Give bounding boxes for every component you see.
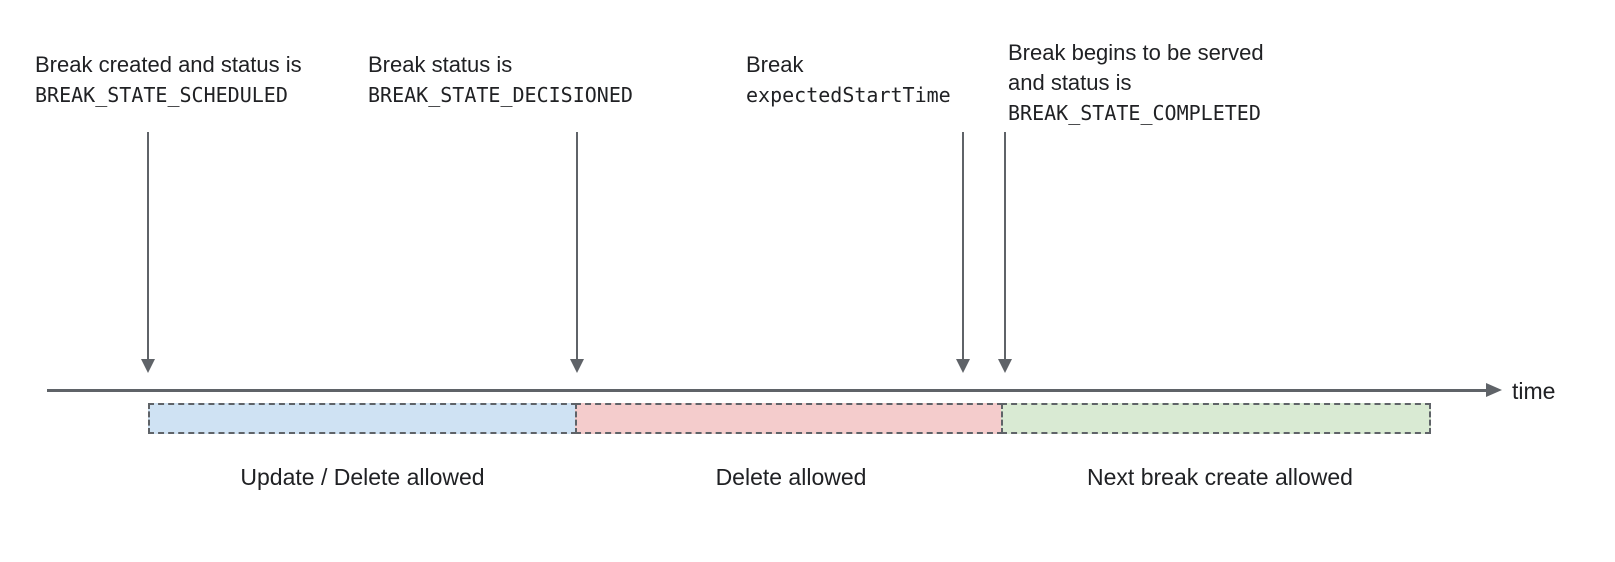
arrow-shaft	[962, 132, 964, 359]
annotation-text: Break	[746, 52, 804, 77]
annotation-break-scheduled: Break created and status is BREAK_STATE_…	[35, 50, 302, 110]
segment-band	[148, 403, 1431, 434]
annotation-code: BREAK_STATE_DECISIONED	[368, 83, 633, 107]
arrow-head-icon	[141, 359, 155, 373]
annotation-expected-start-time: Break expectedStartTime	[746, 50, 951, 110]
arrow-break-decisioned-icon	[570, 132, 584, 373]
arrow-head-icon	[956, 359, 970, 373]
arrow-head-icon	[998, 359, 1012, 373]
annotation-code: BREAK_STATE_COMPLETED	[1008, 101, 1261, 125]
segment-labels-row: Update / Delete allowed Delete allowed N…	[148, 463, 1435, 491]
arrow-shaft	[1004, 132, 1006, 359]
segment-update-delete-allowed	[148, 403, 577, 434]
arrow-break-completed-icon	[998, 132, 1012, 373]
annotation-text: Break created and status is	[35, 52, 302, 77]
arrow-head-icon	[570, 359, 584, 373]
annotation-text: Break begins to be served	[1008, 40, 1264, 65]
segment-label-update-delete: Update / Delete allowed	[240, 464, 485, 490]
arrow-break-scheduled-icon	[141, 132, 155, 373]
arrow-shaft	[576, 132, 578, 359]
timeline-label: time	[1512, 378, 1556, 404]
annotation-code: BREAK_STATE_SCHEDULED	[35, 83, 288, 107]
timeline-arrow-head-icon	[1486, 383, 1502, 397]
annotation-break-completed: Break begins to be served and status is …	[1008, 38, 1264, 128]
annotation-text: Break status is	[368, 52, 513, 77]
segment-delete-allowed	[575, 403, 1003, 434]
annotation-break-decisioned: Break status is BREAK_STATE_DECISIONED	[368, 50, 633, 110]
arrow-shaft	[147, 132, 149, 359]
segment-label-delete: Delete allowed	[715, 464, 867, 490]
arrow-expected-start-time-icon	[956, 132, 970, 373]
annotation-code: expectedStartTime	[746, 83, 951, 107]
timeline-axis	[47, 389, 1488, 392]
segment-label-next-break: Next break create allowed	[1087, 464, 1353, 490]
segment-next-break-create-allowed	[1001, 403, 1431, 434]
annotation-text-line2: and status is	[1008, 70, 1132, 95]
